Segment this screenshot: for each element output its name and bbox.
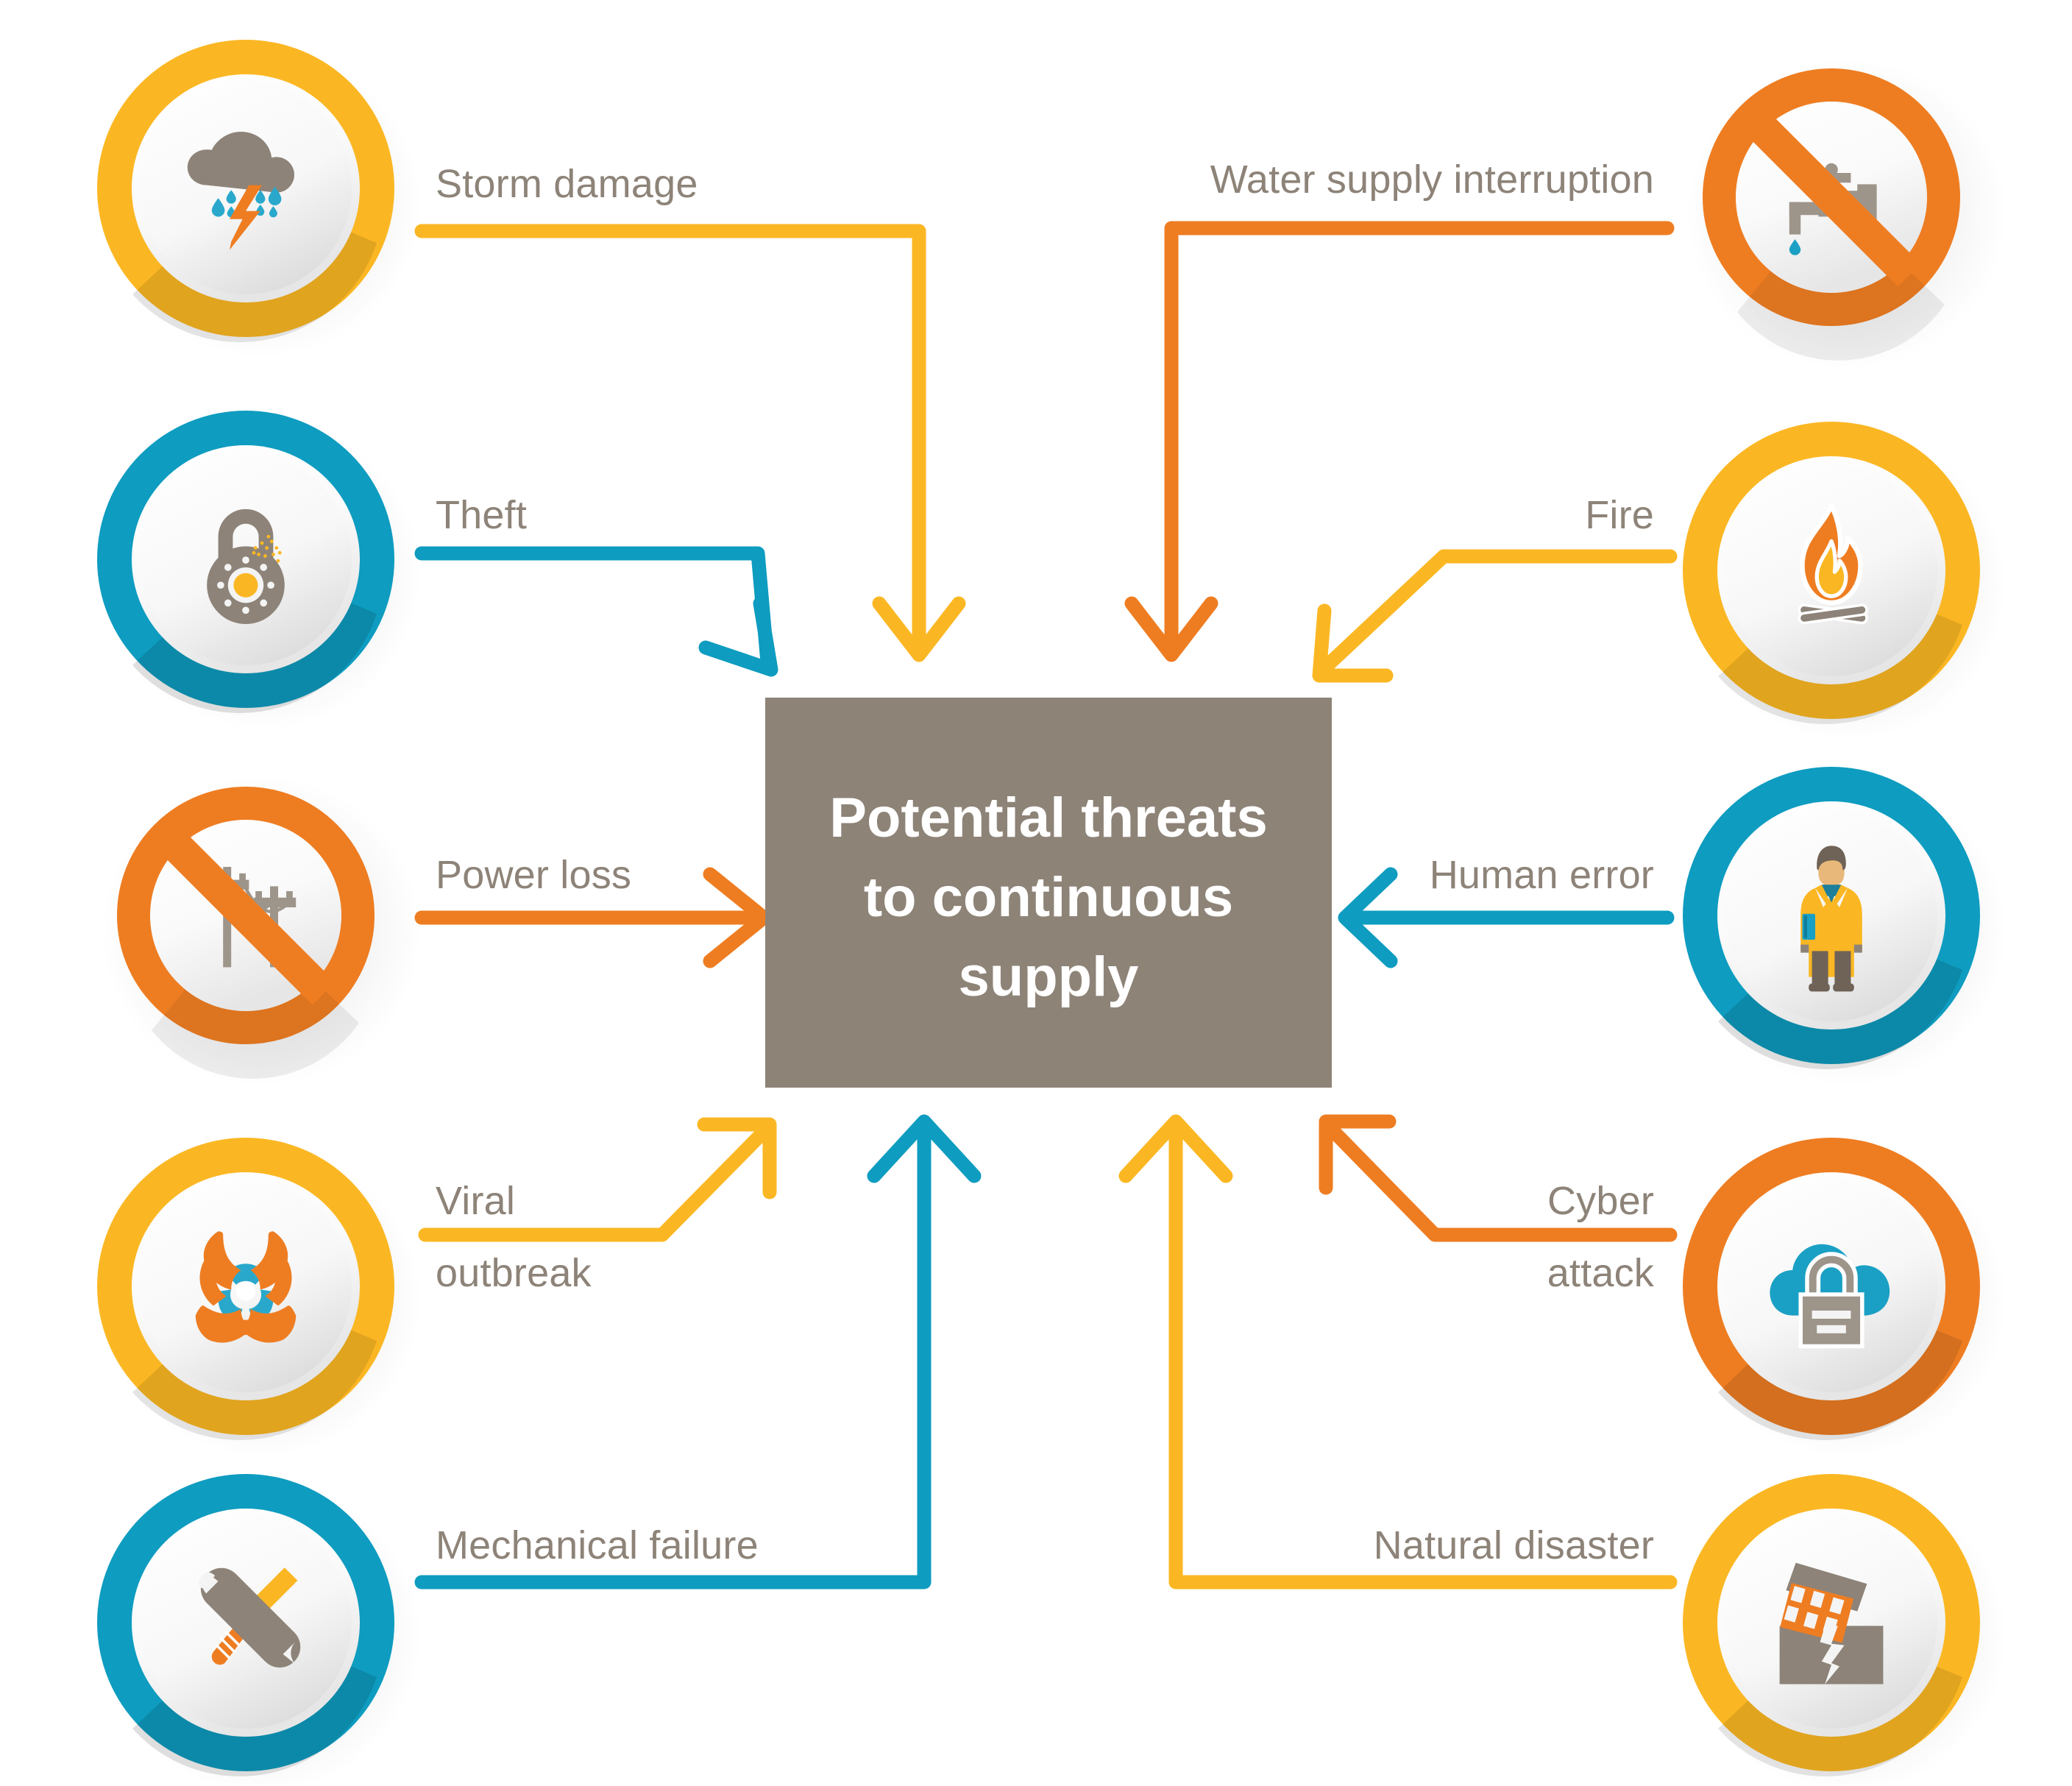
label-natural-disaster: Natural disaster [1374,1523,1654,1567]
label-cyber-attack-line-1: Cyber [1547,1179,1654,1223]
label-mechanical-failure: Mechanical failure [436,1523,759,1567]
prohibition-slash [156,826,336,1005]
arrowhead-mechanical-failure [867,1114,982,1183]
arrow-mechanical-failure [414,1126,932,1590]
threat-icon-storm-damage[interactable] [97,40,422,358]
threat-icon-water-supply-interruption[interactable] [1686,57,2007,369]
arrowhead-storm-damage [872,596,966,662]
arrowhead-viral-outbreak [697,1117,777,1199]
arrow-storm-damage [414,224,926,655]
center-box [765,698,1332,1088]
label-viral-outbreak-line-2: outbreak [436,1251,592,1295]
threat-icon-fire[interactable] [1683,422,2007,741]
label-cyber-attack-line-2: attack [1547,1251,1655,1295]
threat-icon-theft[interactable] [97,411,422,730]
label-viral-outbreak-line-1: Viral [436,1179,515,1223]
arrow-cyber-attack [1326,1124,1678,1242]
arrowhead-water-supply [1124,596,1218,662]
arrow-water-supply [1164,221,1675,655]
center-title-line-3: supply [959,946,1139,1008]
icon-ring [117,787,375,1044]
arrow-fire [1317,549,1678,676]
arrowhead-fire [1312,603,1394,683]
arrowhead-theft [698,596,778,677]
label-fire: Fire [1585,493,1654,537]
prohibition-slash [1742,107,1921,287]
center-title-line-2: to continuous [864,866,1233,929]
threat-icon-mechanical-failure[interactable] [97,1474,422,1786]
threat-icon-viral-outbreak[interactable] [97,1138,422,1457]
arrowhead-cyber-attack [1319,1114,1397,1195]
threat-icon-cyber-attack[interactable] [1683,1138,2007,1457]
label-human-error: Human error [1430,853,1654,897]
center-title-line-1: Potential threats [829,787,1267,849]
arrow-natural-disaster [1168,1126,1678,1590]
arrowhead-natural-disaster [1118,1114,1233,1183]
arrow-viral-outbreak [418,1126,770,1242]
threat-icon-human-error[interactable] [1683,767,2007,1087]
icon-ring [1703,68,1960,326]
threat-icon-power-loss[interactable] [101,775,422,1087]
arrowhead-power-loss [703,867,771,968]
label-storm-damage: Storm damage [436,162,698,206]
threat-icon-natural-disaster[interactable] [1683,1474,2007,1786]
label-power-loss: Power loss [436,853,631,897]
label-theft: Theft [436,493,527,537]
label-water-supply-interruption: Water supply interruption [1210,157,1654,202]
arrowhead-human-error [1338,867,1398,968]
